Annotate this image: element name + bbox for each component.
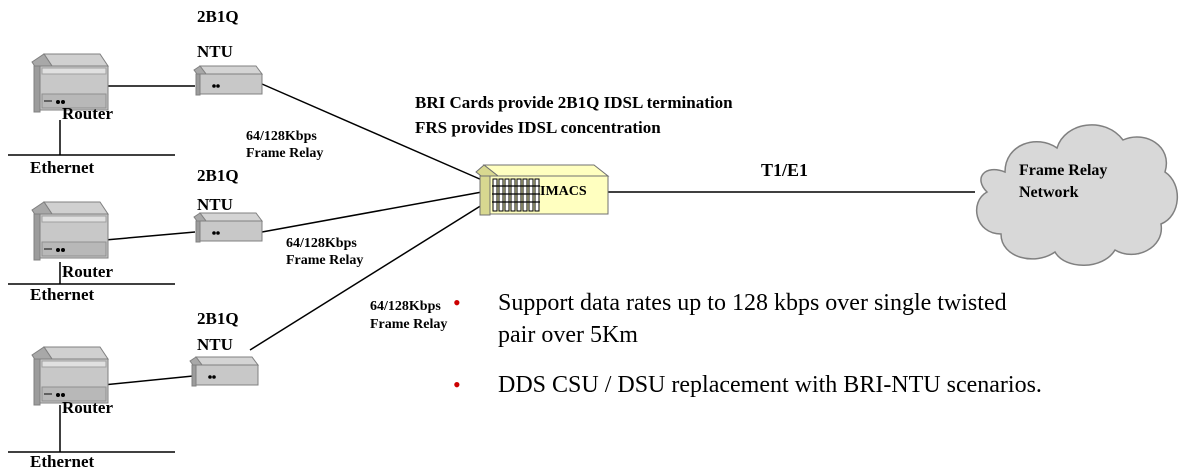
feature-bullet-text: DDS CSU / DSU replacement with BRI-NTU s… [498, 372, 1042, 398]
router-label-3: Router [62, 398, 113, 417]
router-icon [31, 346, 109, 406]
router-ntu-link-2 [104, 231, 196, 241]
feature-bullet-text: Support data rates up to 128 kbps over s… [498, 290, 1007, 348]
router-label-2: Router [62, 262, 113, 281]
link-label-rate-1: 64/128Kbps [246, 129, 317, 144]
ntu-imacs-link-1 [261, 83, 483, 181]
link-label-rate-2: 64/128Kbps [286, 236, 357, 251]
ntu-label-type-2: 2B1Q [197, 166, 239, 185]
imacs-label: IMACS [540, 184, 587, 199]
ntu-label-type-3: 2B1Q [197, 309, 239, 328]
ethernet-label-2: Ethernet [30, 285, 95, 304]
ethernet-label-3: Ethernet [30, 452, 95, 471]
bullet-dot-icon: • [453, 372, 461, 397]
ntu-label-type-1: 2B1Q [197, 7, 239, 26]
router-label-1: Router [62, 104, 113, 123]
trunk-label: T1/E1 [761, 160, 809, 180]
ntu-icon [193, 212, 263, 243]
ethernet-label-1: Ethernet [30, 158, 95, 177]
cloud-label-line1: Frame Relay [1019, 162, 1108, 179]
ntu-label-name-1: NTU [197, 42, 233, 61]
ntu-label-name-3: NTU [197, 335, 233, 354]
cloud-label-line2: Network [1019, 184, 1079, 201]
feature-bullet-item: • DDS CSU / DSU replacement with BRI-NTU… [453, 369, 1198, 401]
imacs-caption-line1: BRI Cards provide 2B1Q IDSL termination [415, 93, 733, 112]
ntu-label-name-2: NTU [197, 195, 233, 214]
router-icon [31, 53, 109, 113]
feature-bullet-list: • Support data rates up to 128 kbps over… [453, 287, 1198, 401]
imacs-chassis-icon [475, 164, 610, 216]
frame-relay-cloud-icon [976, 124, 1179, 266]
bullet-dot-icon: • [453, 290, 461, 315]
ntu-imacs-link-2 [261, 191, 483, 233]
imacs-caption-line2: FRS provides IDSL concentration [415, 118, 661, 137]
router-ntu-link-3 [102, 375, 194, 386]
link-label-type-1: Frame Relay [246, 146, 324, 161]
link-label-type-2: Frame Relay [286, 253, 364, 268]
ntu-icon [193, 65, 263, 96]
link-label-type-3: Frame Relay [370, 317, 448, 332]
ntu-icon [189, 356, 259, 387]
link-label-rate-3: 64/128Kbps [370, 299, 441, 314]
router-icon [31, 201, 109, 261]
ntu-imacs-link-3 [249, 204, 483, 351]
feature-bullet-item: • Support data rates up to 128 kbps over… [453, 287, 1018, 351]
